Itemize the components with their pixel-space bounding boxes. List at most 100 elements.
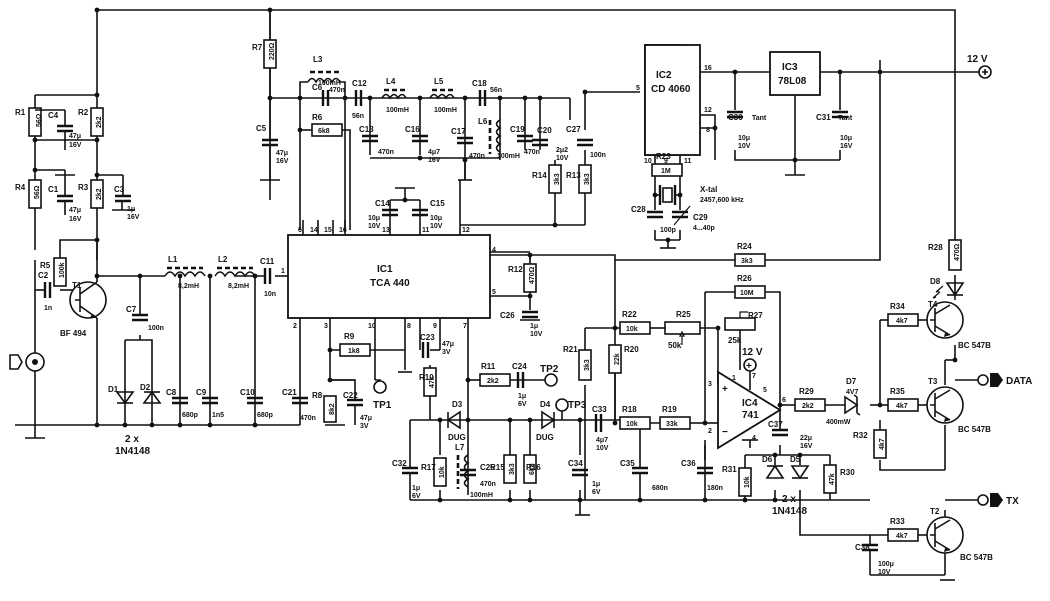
ic4-supply-plus: + xyxy=(746,361,752,372)
ic1-pin-label: 14 xyxy=(310,227,318,234)
l1-val: 8,2mH xyxy=(178,283,199,290)
c4-ref: C4 xyxy=(48,111,59,120)
wiring xyxy=(15,9,985,576)
capacitor-c24 xyxy=(516,372,525,388)
resistor-r9 xyxy=(339,343,371,357)
c21-ref: C21 xyxy=(282,388,297,397)
r35-val: 4k7 xyxy=(896,403,908,410)
t1-type: BF 494 xyxy=(60,329,87,338)
resistor-r31 xyxy=(738,467,752,497)
resistor-r21 xyxy=(578,349,592,381)
d6-ref: D6 xyxy=(762,455,773,464)
r4-val: 56Ω xyxy=(34,185,41,199)
l2-val: 8,2mH xyxy=(228,283,249,290)
resistor-r12 xyxy=(523,263,537,293)
c23-volt: 3V xyxy=(442,349,451,356)
c20-val: 2μ2 xyxy=(556,147,568,154)
r30-val: 47k xyxy=(829,473,836,485)
ic2-pin-label: 5 xyxy=(636,85,640,92)
capacitor-c28 xyxy=(647,210,663,219)
ic4-pin-label: 7 xyxy=(752,373,756,380)
resistor-r15 xyxy=(503,454,517,484)
c32-val: 1μ xyxy=(412,485,420,492)
r8-val: 8k2 xyxy=(329,403,336,415)
ic2-pin-label: 9 xyxy=(664,158,668,165)
d3-ref: D3 xyxy=(452,400,463,409)
transistor-t1: T1 BF 494 xyxy=(60,281,107,338)
ic1-pin-label: 3 xyxy=(324,323,328,330)
r19-ref: R19 xyxy=(662,405,677,414)
c28-ref: C28 xyxy=(631,205,646,214)
c1-ref: C1 xyxy=(48,185,59,194)
ic1-block: IC1 TCA 440 6 14 15 16 13 11 12 1 2 3 10… xyxy=(281,227,496,330)
ic1-pin-label: 4 xyxy=(492,247,496,254)
capacitor-c21 xyxy=(292,396,308,405)
resistor-r34 xyxy=(887,313,919,327)
ic1-pin-label: 5 xyxy=(492,289,496,296)
data-output: DATA xyxy=(977,373,1032,387)
r24-val: 3k3 xyxy=(741,258,753,265)
c27-val: 100n xyxy=(590,152,606,159)
capacitor-c16 xyxy=(412,134,428,143)
t1-ref: T1 xyxy=(72,281,82,290)
c18-ref: C18 xyxy=(472,79,487,88)
capacitor-c7 xyxy=(132,313,148,322)
capacitor-c18 xyxy=(478,90,487,106)
r25-ref: R25 xyxy=(676,310,691,319)
input-arrow-icon xyxy=(9,354,23,370)
d2-ref: D2 xyxy=(140,383,151,392)
capacitor-c13 xyxy=(362,134,378,143)
capacitor-c2 xyxy=(43,282,52,298)
d8-ref: D8 xyxy=(930,277,941,286)
supply-12v-label: 12 V xyxy=(967,54,988,65)
capacitor-c25 xyxy=(460,468,476,477)
c20-ref: C20 xyxy=(537,126,552,135)
c13-ref: C13 xyxy=(359,125,374,134)
inductor-l7 xyxy=(463,454,470,488)
d7-ref: D7 xyxy=(846,377,857,386)
r7-ref: R7 xyxy=(252,43,263,52)
r31-ref: R31 xyxy=(722,465,737,474)
d4-type: DUG xyxy=(536,433,554,442)
ic1-ref: IC1 xyxy=(377,264,393,275)
capacitor-c26 xyxy=(522,310,538,319)
r5-val: 100k xyxy=(59,262,66,278)
resistor-r35 xyxy=(887,398,919,412)
r15-ref: R15 xyxy=(490,463,505,472)
ic1-type: TCA 440 xyxy=(370,278,410,289)
ic2-pin-label: 16 xyxy=(704,65,712,72)
c15-val: 10μ xyxy=(430,215,442,222)
r26-ref: R26 xyxy=(737,274,752,283)
test-points: TP1 TP2 TP3 xyxy=(373,364,587,420)
l2-ref: L2 xyxy=(218,255,228,264)
r20-val: 22k xyxy=(614,353,621,365)
r34-ref: R34 xyxy=(890,302,905,311)
r13-ref: R13 xyxy=(566,171,581,180)
ic4-ref: IC4 xyxy=(742,398,758,409)
l7-val: 100mH xyxy=(470,492,493,499)
capacitor-c11 xyxy=(263,268,272,284)
c15-ref: C15 xyxy=(430,199,445,208)
c16-volt: 16V xyxy=(428,157,441,164)
resistor-r11 xyxy=(479,373,511,387)
resistor-r33 xyxy=(887,528,919,542)
ic4-pin-label: 4 xyxy=(752,435,756,442)
c33-ref: C33 xyxy=(592,405,607,414)
c5-ref: C5 xyxy=(256,124,267,133)
capacitor-c17 xyxy=(457,136,473,145)
r34-val: 4k7 xyxy=(896,318,908,325)
t2-type: BC 547B xyxy=(960,553,993,562)
resistor-r13 xyxy=(578,164,592,194)
c30-tag: Tant xyxy=(752,115,767,122)
r7-val: 220Ω xyxy=(269,42,276,60)
tp3-label: TP3 xyxy=(568,400,587,411)
capacitor-c9 xyxy=(202,396,218,405)
c8-ref: C8 xyxy=(166,388,177,397)
c20-volt: 10V xyxy=(556,155,569,162)
c16-val: 4μ7 xyxy=(428,149,440,156)
l7-ref: L7 xyxy=(455,443,465,452)
ic2-pin-label: 10 xyxy=(644,158,652,165)
resistor-r6 xyxy=(311,123,343,137)
r28-val: 470Ω xyxy=(954,243,961,261)
transistor-t2: T2 BC 547B xyxy=(926,507,993,562)
